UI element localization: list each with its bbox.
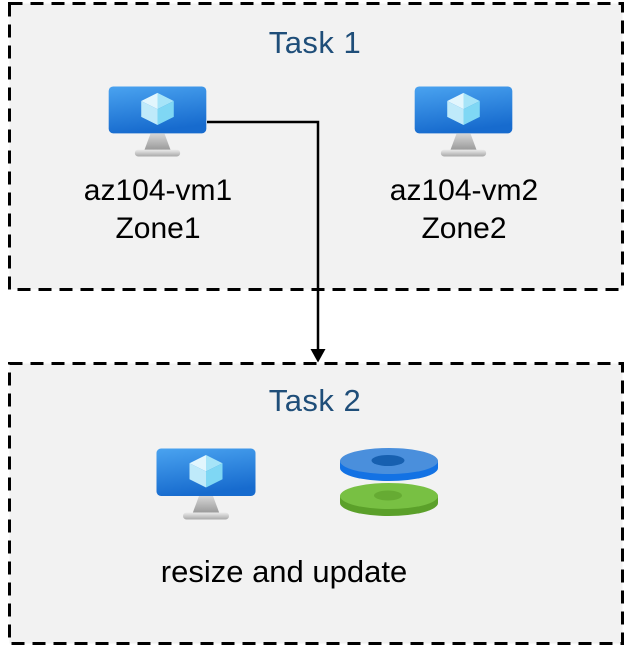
task1-box — [8, 2, 624, 291]
vm1-zone: Zone1 — [115, 212, 201, 245]
vm2-label: az104-vm2 Zone2 — [354, 172, 574, 248]
task2-box — [8, 362, 624, 645]
connector-line — [207, 120, 320, 352]
task2-caption: resize and update — [160, 554, 408, 589]
virtual-machine-icon — [156, 448, 256, 525]
vm-cube — [447, 92, 480, 125]
task1-title: Task 1 — [268, 25, 362, 60]
virtual-machine-icon — [108, 86, 207, 162]
vm2-name: az104-vm2 — [389, 174, 539, 207]
vm2-zone: Zone2 — [421, 212, 507, 245]
vm-stand — [144, 133, 171, 151]
vm-stand — [450, 133, 477, 151]
vm-stand — [192, 496, 220, 514]
vm-cube — [141, 92, 174, 125]
connector-arrowhead — [310, 349, 326, 363]
vm-base — [183, 512, 229, 520]
vm-cube — [189, 455, 223, 488]
vm1-name: az104-vm1 — [83, 174, 233, 207]
vm1-label: az104-vm1 Zone1 — [48, 172, 268, 248]
vm-base — [440, 149, 487, 157]
task2-title: Task 2 — [268, 383, 362, 418]
vm-base — [134, 149, 181, 157]
virtual-machine-icon — [414, 86, 513, 162]
managed-disk-icon — [339, 447, 439, 522]
disk-blue — [340, 448, 438, 481]
disk-green — [340, 483, 438, 516]
